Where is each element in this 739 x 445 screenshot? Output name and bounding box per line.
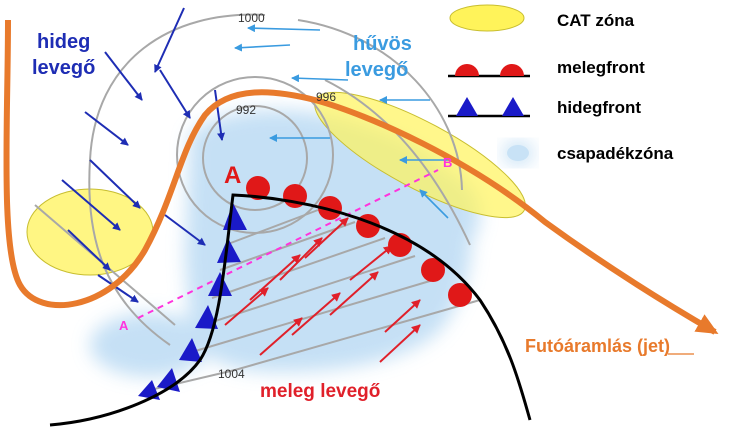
legend: CAT zóna melegfront hidegfront csapadékz… [448,4,674,164]
isobar-label-1004: 1004 [218,367,245,381]
section-point-b: B [443,155,452,170]
jet-stream [3,19,719,335]
cross-section-line [137,169,439,319]
isobar-label-1000: 1000 [238,11,265,25]
cool-air-label-line2: levegő [345,59,408,81]
warm-front-semicircles [246,176,472,307]
cool-air-arrows [234,24,450,219]
low-pressure-label: A [224,162,241,189]
legend-cold-front-label: hidegfront [557,98,641,117]
cold-air-label-line1: hideg [37,31,90,53]
front-line [49,193,532,427]
legend-cat-label: CAT zóna [557,11,635,30]
section-point-a: A [119,318,129,333]
legend-cold-front-symbol [448,97,530,118]
legend-precip-label: csapadékzóna [557,144,674,163]
legend-warm-front-label: melegfront [557,58,645,77]
warm-air-label: meleg levegő [260,381,380,402]
isobar-1000-arc [88,13,266,346]
legend-cat-swatch [449,4,525,32]
jet-stream-label: Futóáramlás (jet) [525,336,670,356]
legend-warm-front-symbol [448,64,530,78]
cool-air-label-line1: hűvös [353,33,412,55]
cold-air-arrows [61,7,225,303]
legend-precip-swatch-core [507,145,529,161]
isobar-outer-right [324,79,471,246]
isobar-ring-992 [202,105,308,211]
cold-air-label-line2: levegő [32,57,95,79]
warm-air-arrows [224,217,421,363]
isobar-label-992: 992 [236,103,256,117]
isobar-label-996: 996 [316,90,336,104]
